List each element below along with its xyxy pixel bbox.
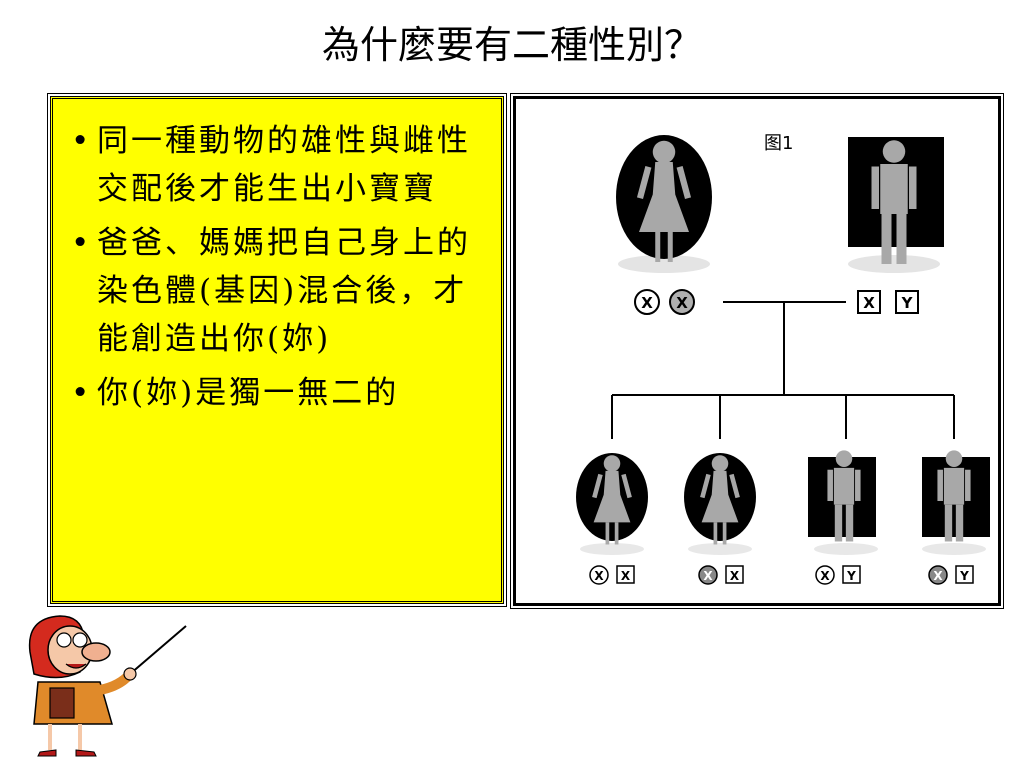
father-figure: [848, 137, 944, 273]
child-figure-2: [684, 453, 756, 555]
child-chromosomes-2: X X: [698, 565, 744, 585]
bullet-text: 爸爸、媽媽把自己身上的染色體(基因)混合後，才能創造出你(妳): [97, 225, 471, 357]
bullet-item: •爸爸、媽媽把自己身上的染色體(基因)混合後，才能創造出你(妳): [65, 219, 487, 363]
child-chromosomes-1: X X: [589, 565, 635, 585]
mother-chromosome-2: X: [676, 294, 688, 312]
child-3-chromosome-2: Y: [846, 569, 856, 583]
child-4-chromosome-1: X: [933, 569, 943, 583]
bullet-dot-icon: •: [71, 123, 93, 159]
child-2-chromosome-2: X: [730, 569, 740, 583]
father-chromosome-2: Y: [901, 294, 914, 312]
inheritance-figure: 图1: [510, 93, 1004, 609]
pedigree-lines: [611, 301, 955, 439]
child-4-chromosome-2: Y: [959, 569, 969, 583]
child-3-chromosome-1: X: [820, 569, 830, 583]
bullet-text: 同一種動物的雄性與雌性交配後才能生出小寶寶: [97, 123, 471, 207]
child-figure-1: [576, 453, 648, 555]
inheritance-diagram: X X X Y: [576, 135, 990, 585]
mother-figure: [616, 135, 712, 273]
child-figure-3: [808, 450, 878, 555]
bullet-item: •你(妳)是獨一無二的: [65, 369, 487, 417]
child-chromosomes-3: X Y: [815, 565, 861, 585]
child-chromosomes-4: X Y: [928, 565, 974, 585]
child-figure-4: [922, 450, 990, 555]
teacher-pointer-clipart-icon: [28, 615, 187, 757]
bullet-text-box: •同一種動物的雄性與雌性交配後才能生出小寶寶 •爸爸、媽媽把自己身上的染色體(基…: [47, 93, 507, 607]
bullet-text: 你(妳)是獨一無二的: [97, 375, 400, 411]
child-1-chromosome-2: X: [621, 569, 631, 583]
bullet-dot-icon: •: [71, 375, 93, 411]
figure-label: 图1: [764, 133, 794, 154]
mother-chromosome-1: X: [641, 294, 653, 312]
father-chromosomes: X Y: [857, 290, 919, 314]
bullet-item: •同一種動物的雄性與雌性交配後才能生出小寶寶: [65, 117, 487, 213]
mother-chromosomes: X X: [634, 289, 695, 315]
father-chromosome-1: X: [863, 294, 875, 312]
bullet-list: •同一種動物的雄性與雌性交配後才能生出小寶寶 •爸爸、媽媽把自己身上的染色體(基…: [53, 99, 501, 417]
child-1-chromosome-1: X: [594, 569, 604, 583]
child-2-chromosome-1: X: [703, 569, 713, 583]
slide-title: 為什麼要有二種性別？: [321, 23, 702, 67]
bullet-dot-icon: •: [71, 225, 93, 261]
